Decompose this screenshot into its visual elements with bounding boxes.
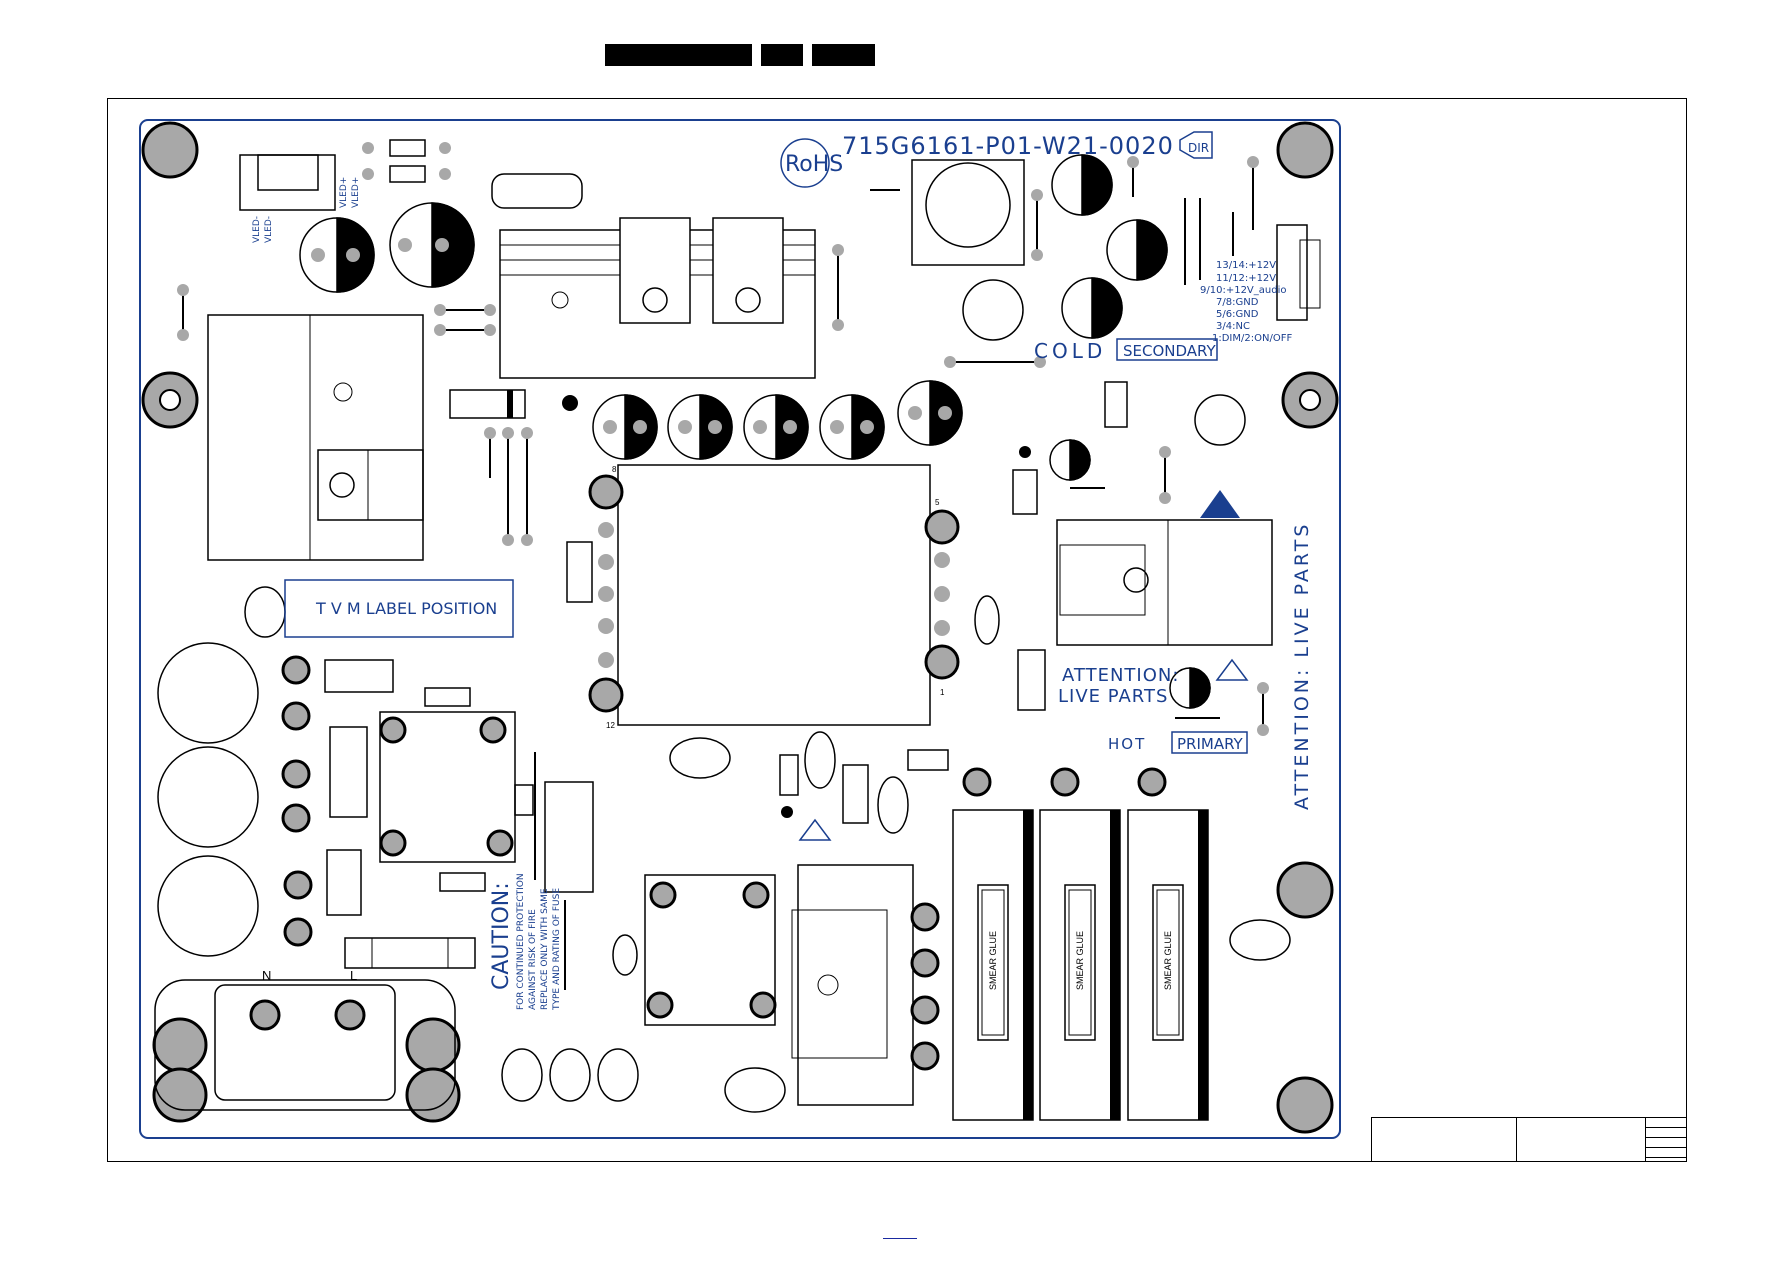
page-link[interactable]: [883, 1228, 917, 1239]
pin-mark-1: 1: [940, 688, 945, 697]
caution-line-1: FOR CONTINUED PROTECTION: [516, 873, 526, 1010]
vled-label-4: VLED+: [351, 177, 361, 208]
caution-title: CAUTION:: [489, 882, 514, 990]
pin-label-2: 11/12:+12V: [1216, 273, 1276, 284]
vled-label-3: VLED+: [339, 177, 349, 208]
hot-label: HOT: [1108, 735, 1146, 753]
n-label: N: [262, 968, 271, 983]
secondary-label: SECONDARY: [1123, 342, 1217, 360]
pin-label-3: 9/10:+12V_audio: [1200, 285, 1286, 296]
pin-label-6: 3/4:NC: [1216, 321, 1250, 332]
smear-glue-3: SMEAR GLUE: [1163, 931, 1173, 990]
electrolytic-capacitors: [299, 154, 1211, 709]
caution-line-4: TYPE AND RATING OF FUSE: [552, 888, 562, 1011]
caution-line-2: AGAINST RISK OF FIRE: [528, 909, 538, 1010]
dir-mark: DIR: [1188, 141, 1209, 155]
vled-label-1: VLED-: [252, 216, 262, 243]
pin-label-7: 1:DIM/2:ON/OFF: [1212, 333, 1292, 344]
attention-line-1: ATTENTION:: [1062, 665, 1179, 686]
cold-label: COLD: [1034, 339, 1106, 363]
pin-label-4: 7/8:GND: [1216, 297, 1259, 308]
attention-line-2: LIVE PARTS: [1058, 686, 1168, 707]
rohs-mark: RoHS: [785, 152, 843, 177]
caution-line-3: REPLACE ONLY WITH SAME: [540, 888, 550, 1010]
attention-vertical: ATTENTION: LIVE PARTS: [1291, 522, 1313, 810]
pin-label-1: 13/14:+12V: [1216, 260, 1276, 271]
pin-label-5: 5/6:GND: [1216, 309, 1259, 320]
redacted-header-1: [605, 44, 752, 66]
pin-mark-5: 5: [935, 498, 940, 507]
pin-mark-8: 8: [612, 465, 617, 474]
title-block: [1371, 1117, 1687, 1162]
smear-glue-1: SMEAR GLUE: [988, 931, 998, 990]
part-number: 715G6161-P01-W21-0020: [842, 132, 1174, 160]
drawing-frame: [107, 98, 1687, 1162]
primary-label: PRIMARY: [1177, 735, 1244, 753]
smear-glue-2: SMEAR GLUE: [1075, 931, 1085, 990]
board-outline: [139, 119, 1341, 1139]
redacted-header-3: [812, 44, 875, 66]
vled-label-2: VLED-: [264, 216, 274, 243]
tv-label-position: T V M LABEL POSITION: [315, 599, 497, 618]
pin-mark-12: 12: [606, 721, 615, 730]
redacted-header-2: [761, 44, 803, 66]
l-label: L: [350, 968, 357, 983]
